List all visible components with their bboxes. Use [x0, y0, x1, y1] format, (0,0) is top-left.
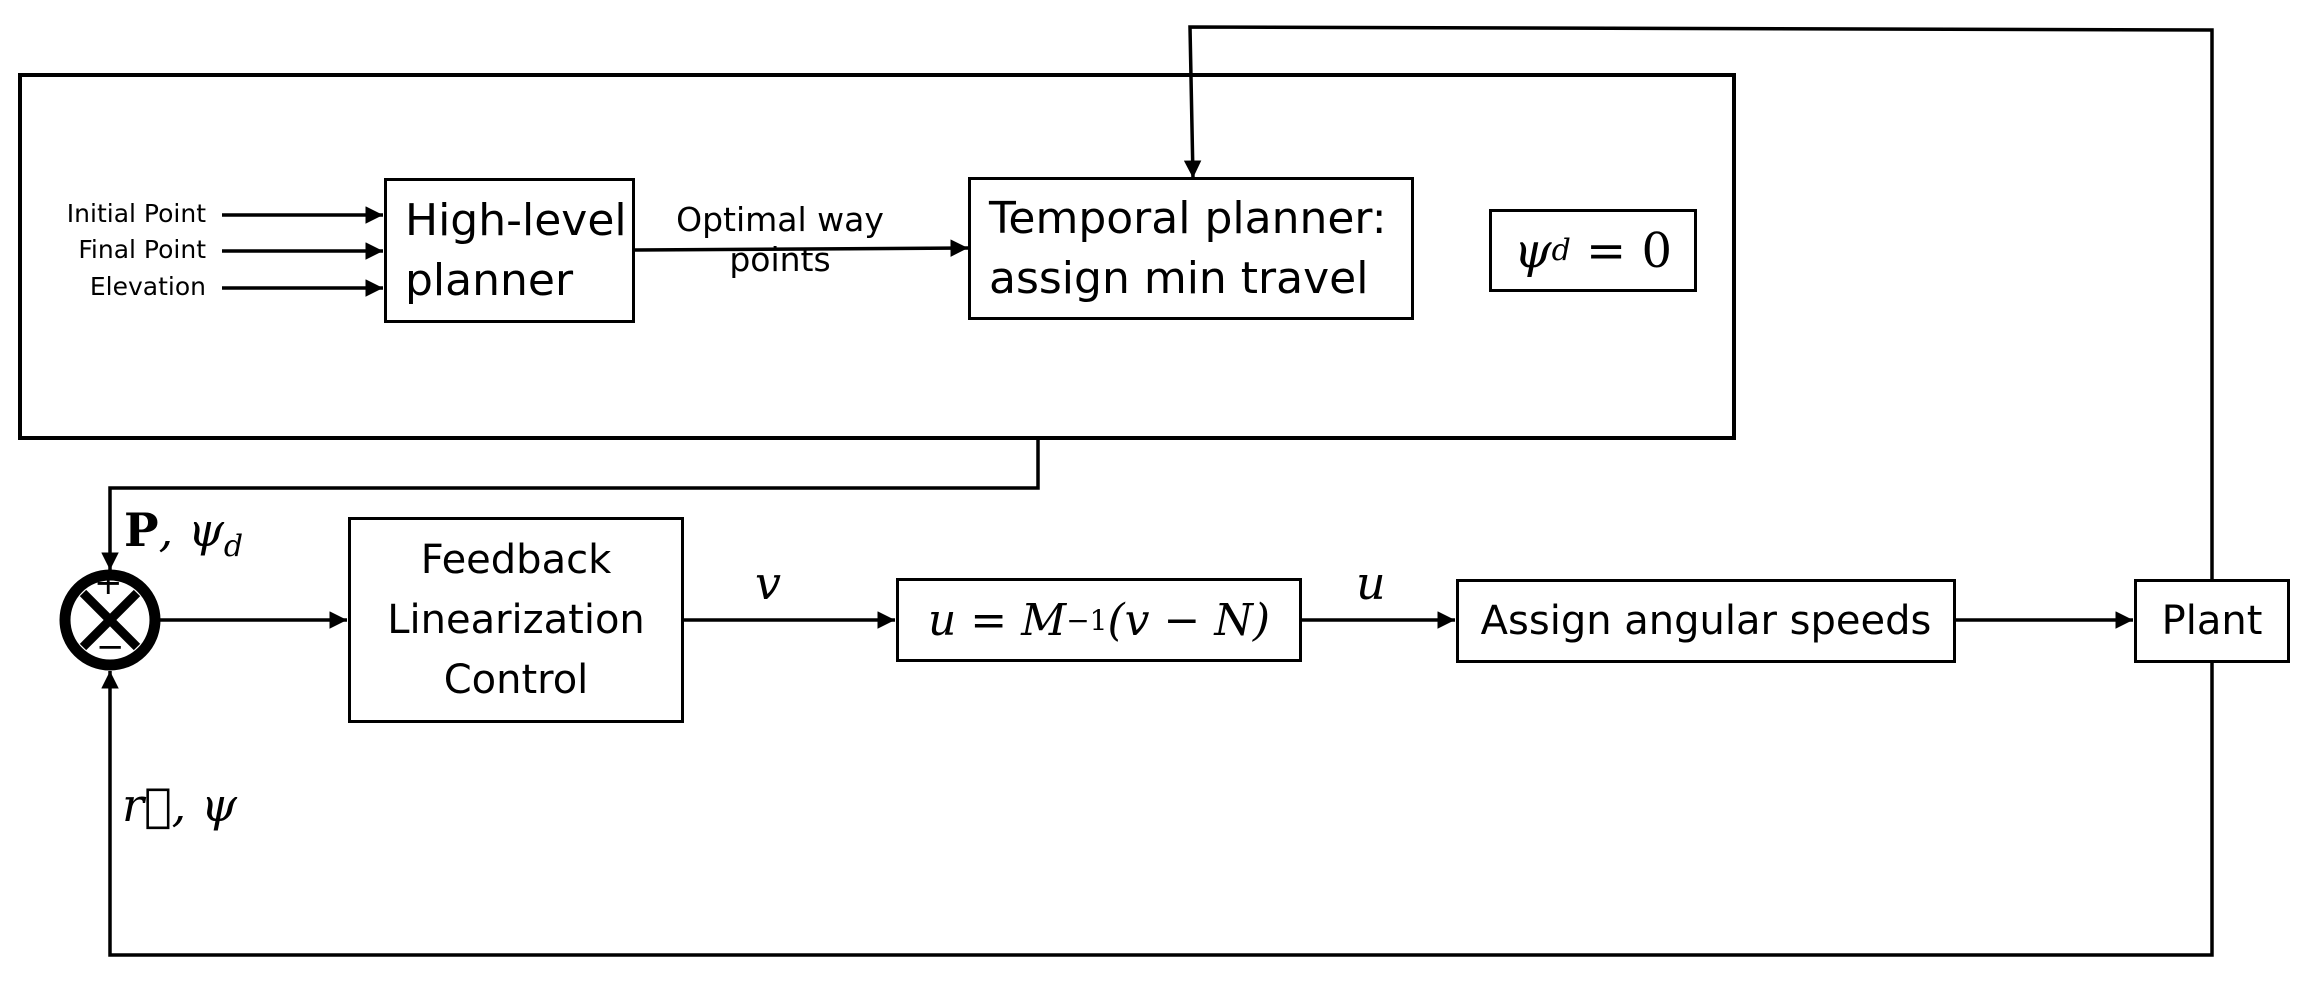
plant-block: Plant: [2134, 579, 2290, 663]
psi-symbol: ψ: [1513, 222, 1552, 279]
feedback-psi: , ψ: [171, 778, 237, 832]
feedback-line3: Control: [443, 657, 589, 703]
signal-u-label: u: [1356, 556, 1386, 610]
temporal-line1: Temporal planner:: [989, 192, 1387, 244]
temporal-line2: assign min travel: [989, 252, 1369, 304]
inverse-post: (v − N): [1107, 594, 1271, 646]
psi-subscript: d: [1551, 233, 1571, 268]
temporal-planner-block: Temporal planner: assign min travel: [968, 177, 1414, 320]
reference-label: P, ψd: [124, 503, 243, 564]
line-bottom-loop: [101, 620, 2214, 957]
optimal-waypoints-label: Optimal way points: [670, 200, 890, 280]
feedback-line2: Linearization: [387, 597, 645, 643]
line-top-loop: [1183, 25, 2214, 620]
feedback-linearization-block: Feedback Linearization Control: [348, 517, 684, 723]
input-initial-point: Initial Point: [66, 199, 206, 228]
summing-junction: [59, 569, 161, 671]
reference-psi: , ψ: [158, 503, 224, 557]
planner-container: [18, 73, 1736, 440]
assign-angular-speeds-block: Assign angular speeds: [1456, 579, 1956, 663]
summing-minus-sign: −: [96, 627, 125, 667]
inverse-pre: u = M: [927, 594, 1067, 646]
summing-plus-sign: +: [94, 563, 123, 603]
optimal-line2: points: [729, 240, 831, 279]
reference-bold-p: P: [124, 503, 159, 557]
reference-subscript: d: [223, 529, 244, 565]
high-level-line2: planner: [405, 254, 574, 306]
feedback-line1: Feedback: [420, 537, 612, 583]
inverse-dynamics-block: u = M−1(v − N): [896, 578, 1302, 662]
signal-v-label: v: [755, 556, 781, 610]
input-final-point: Final Point: [78, 235, 206, 264]
inverse-superscript: −1: [1066, 603, 1108, 637]
feedback-signal-label: r⃗, ψ: [122, 778, 237, 832]
arrow-optimal-waypoints: [634, 239, 969, 257]
line-reference: [101, 440, 1040, 570]
high-level-line1: High-level: [405, 194, 627, 246]
optimal-line1: Optimal way: [676, 200, 884, 239]
high-level-planner-block: High-level planner: [384, 178, 635, 323]
feedback-vector-r: r⃗: [122, 778, 172, 832]
input-elevation: Elevation: [89, 272, 206, 301]
psi-equals-zero: = 0: [1570, 222, 1673, 279]
